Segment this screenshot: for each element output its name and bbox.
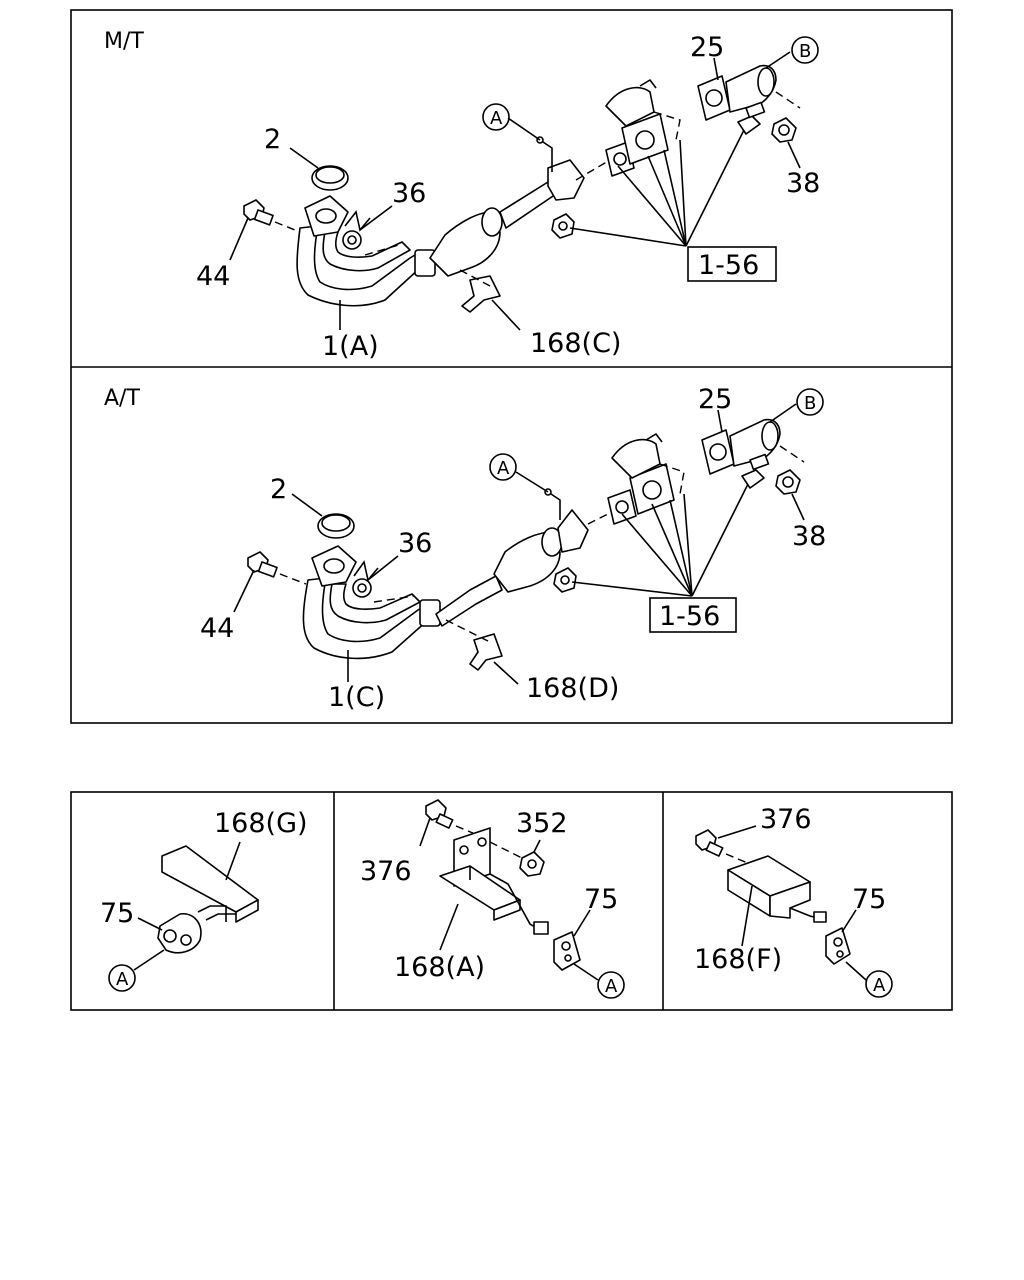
callout-168d: 168(D) xyxy=(526,673,619,704)
rubber-mount-75-f xyxy=(825,927,851,965)
detail-panel-frame xyxy=(70,791,953,1011)
at-section-title: A/T xyxy=(104,386,140,411)
callout-2-at: 2 xyxy=(270,474,287,505)
callout-75-a: 75 xyxy=(584,884,618,915)
callout-a-g: A xyxy=(116,969,129,990)
callout-44-at: 44 xyxy=(200,613,234,644)
callout-circle-b-at xyxy=(796,388,824,416)
gasket-2 xyxy=(311,165,349,191)
main-panel-frame xyxy=(70,9,953,724)
callout-168g: 168(G) xyxy=(214,808,308,839)
rear-pipe-25 xyxy=(697,64,801,121)
callout-38-at: 38 xyxy=(792,521,826,552)
callout-circle-a-a xyxy=(597,971,625,999)
callout-b: B xyxy=(799,41,811,62)
callout-44: 44 xyxy=(196,261,230,292)
callout-1-56-at: 1-56 xyxy=(659,601,720,632)
bracket-168d xyxy=(445,619,503,671)
callout-b-at: B xyxy=(804,393,816,414)
bracket-168c xyxy=(459,269,501,313)
callout-1a: 1(A) xyxy=(322,331,379,362)
flange-nut xyxy=(551,213,575,239)
flange-nut-at xyxy=(553,567,577,593)
callout-1c: 1(C) xyxy=(328,682,385,713)
at-leader-lines xyxy=(233,403,805,685)
callout-1-56: 1-56 xyxy=(698,250,759,281)
callout-168a: 168(A) xyxy=(394,952,485,983)
bolt-44 xyxy=(243,199,301,233)
nut-36 xyxy=(342,210,403,256)
callout-352: 352 xyxy=(516,808,568,839)
callout-168c: 168(C) xyxy=(530,328,621,359)
hanger-rod-a-at xyxy=(544,488,561,520)
at-section: A/T xyxy=(104,384,826,713)
callout-circle-a-f xyxy=(865,970,893,998)
callout-25: 25 xyxy=(690,32,724,63)
callout-36: 36 xyxy=(392,178,426,209)
catalytic-converter xyxy=(429,159,611,277)
callout-box-1-56 xyxy=(687,246,777,282)
nut-38-at xyxy=(741,453,801,495)
detail-168a: 352 376 75 168(A) A xyxy=(360,799,625,999)
detail-168g: 168(G) 75 A xyxy=(100,808,308,992)
front-exhaust-pipe-1a xyxy=(296,195,436,307)
mt-section: M/T xyxy=(104,29,820,362)
bracket-168f xyxy=(727,855,827,923)
mt-section-title: M/T xyxy=(104,29,144,54)
callout-376-a: 376 xyxy=(360,856,412,887)
detail-168f: 376 75 168(F) A xyxy=(694,804,893,998)
callout-circle-a-g xyxy=(108,964,136,992)
nut-38 xyxy=(737,101,797,143)
mt-leader-lines xyxy=(229,51,801,331)
bracket-168a xyxy=(439,827,549,935)
callout-376-f: 376 xyxy=(760,804,812,835)
rubber-mount-75-a xyxy=(553,931,581,971)
catalytic-converter-at xyxy=(493,509,613,593)
flange-gasket-set-1-56-at xyxy=(607,432,685,525)
callout-75-f: 75 xyxy=(852,884,886,915)
nut-36-at xyxy=(352,560,415,603)
callout-circle-b xyxy=(791,36,819,64)
rubber-mount-75 xyxy=(157,913,202,954)
front-exhaust-pipe-1c xyxy=(302,545,503,660)
bracket-168g xyxy=(161,845,259,923)
bolt-44-at xyxy=(247,551,307,585)
callout-2: 2 xyxy=(264,124,281,155)
callout-a-a: A xyxy=(605,976,618,997)
callout-a: A xyxy=(490,108,503,129)
callout-box-1-56-at xyxy=(649,597,737,633)
callout-38: 38 xyxy=(786,168,820,199)
callout-circle-a xyxy=(482,103,510,131)
callout-168f: 168(F) xyxy=(694,944,782,975)
callout-a-at: A xyxy=(497,458,510,479)
callout-36-at: 36 xyxy=(398,528,432,559)
flange-gasket-set-1-56 xyxy=(605,78,681,177)
nut-352 xyxy=(489,841,545,877)
callout-75-g: 75 xyxy=(100,898,134,929)
callout-25-at: 25 xyxy=(698,384,732,415)
bolt-376-f xyxy=(695,829,751,865)
rear-pipe-25-at xyxy=(701,418,805,475)
gasket-2-at xyxy=(317,513,355,539)
callout-a-f: A xyxy=(873,975,886,996)
callout-circle-a-at xyxy=(489,453,517,481)
bolt-376-a xyxy=(425,799,481,837)
